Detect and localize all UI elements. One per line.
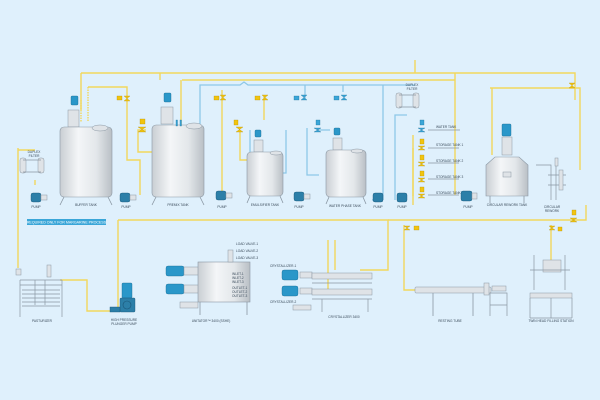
crystallizer-label: CRYSTALLIZER 3400: [328, 315, 360, 319]
unitator-label: UNITATOR™ 3400 (SSHE): [192, 319, 231, 323]
pump-7-label: PUMP: [463, 205, 472, 209]
control-valve-6[interactable]: [568, 82, 578, 223]
water-valve-1[interactable]: [293, 94, 308, 101]
storage-tank-2-outlet[interactable]: STORAGE TANK 2: [417, 154, 464, 167]
load-valve-2-label: LOAD VALVE-2: [236, 249, 258, 253]
crystallizer[interactable]: CRYSTALLIZER-1 CRYSTALLIZER-2 CRYSTALLIZ…: [270, 264, 373, 319]
duplex-filter-right: DUPLEX FILTER: [395, 83, 420, 109]
margarine-note-text: REQUIRED ONLY FOR MARGARINE PROCESS: [27, 221, 107, 225]
crystallizer-2-label: CRYSTALLIZER-2: [270, 300, 297, 304]
premix-tank-label: PREMIX TANK: [167, 203, 189, 207]
emulsifier-tank-label: EMULSIFIER TANK: [251, 203, 280, 207]
margarine-note-banner: REQUIRED ONLY FOR MARGARINE PROCESS: [27, 219, 107, 225]
control-valve-2[interactable]: [137, 118, 147, 133]
control-valve-4[interactable]: [233, 119, 244, 133]
storage-tank-3-outlet[interactable]: STORAGE TANK 3: [417, 170, 464, 183]
water-pipes: [199, 81, 415, 201]
pump-7[interactable]: PUMP: [460, 190, 478, 209]
duplex-filter-right-label-2: FILTER: [407, 87, 418, 91]
buffer-tank[interactable]: BUFFER TANK: [59, 87, 113, 207]
storage-tank-1-outlet[interactable]: STORAGE TANK 1: [417, 138, 464, 151]
storage-tank-3-label: STORAGE TANK 3: [436, 175, 464, 179]
storage-tank-4-label: STORAGE TANK 4: [436, 191, 464, 195]
unitator-port-6: OUTLET-3: [232, 294, 247, 298]
pump-5[interactable]: PUMP: [372, 192, 384, 209]
unitator-port-4: OUTLET-1: [232, 286, 247, 290]
water-phase-tank[interactable]: WATER PHASE TANK: [325, 127, 367, 208]
pump-6[interactable]: PUMP: [396, 192, 408, 209]
control-valve-5[interactable]: [254, 94, 269, 101]
load-valve-3-label: LOAD VALVE-3: [236, 256, 258, 260]
pasturizer-label: PASTURIZER: [32, 319, 53, 323]
filling-station-label: TWIN HEAD FILLING STATION: [528, 319, 574, 323]
high-pressure-plunger-pump[interactable]: HIGH PRESSURE PLUNGER PUMP: [109, 282, 137, 326]
storage-tank-4-outlet[interactable]: STORAGE TANK 4: [417, 186, 464, 199]
duplex-filter-right-label-1: DUPLEX: [406, 83, 420, 87]
pump-4-label: PUMP: [294, 205, 303, 209]
control-valve-3[interactable]: [213, 94, 227, 101]
water-tank-outlet[interactable]: WATER TANK: [417, 119, 460, 133]
water-tank-label: WATER TANK: [436, 125, 457, 129]
pasturizer[interactable]: PASTURIZER: [15, 264, 63, 323]
high-pressure-pump-label-2: PLUNGER PUMP: [111, 322, 137, 326]
circular-rework-tank[interactable]: CIRCULAR REWORK TANK: [485, 123, 529, 207]
unitator-port-5: OUTLET-2: [232, 290, 247, 294]
emulsifier-tank[interactable]: EMULSIFIER TANK: [246, 129, 284, 207]
unitator-sshe[interactable]: LOAD VALVE-1 LOAD VALVE-2 LOAD VALVE-3 I…: [165, 242, 258, 323]
pump-1[interactable]: PUMP: [30, 192, 48, 209]
unitator-port-2: INLET-2: [232, 276, 244, 280]
storage-tank-1-label: STORAGE TANK 1: [436, 143, 464, 147]
pump-3[interactable]: PUMP: [215, 190, 233, 209]
premix-tank[interactable]: PREMIX TANK: [151, 92, 205, 207]
circular-rework-label-1: CIRCULAR: [544, 205, 561, 209]
circular-rework-label-2: REWORK: [545, 209, 560, 213]
pump-2-label: PUMP: [121, 205, 130, 209]
crystallizer-1-label: CRYSTALLIZER-1: [270, 264, 297, 268]
resting-tube-label: RESTING TUBE: [438, 319, 462, 323]
load-valve-1-label: LOAD VALVE-1: [236, 242, 258, 246]
high-pressure-pump-label-1: HIGH PRESSURE: [111, 318, 137, 322]
unitator-port-1: INLET-1: [232, 272, 244, 276]
water-valve-3[interactable]: [333, 94, 348, 101]
pump-3-label: PUMP: [217, 205, 226, 209]
pump-2[interactable]: PUMP: [119, 192, 137, 209]
water-valve-2[interactable]: [313, 119, 322, 133]
duplex-filter-left-label-1: DUPLEX: [28, 150, 42, 154]
resting-tube[interactable]: RESTING TUBE: [403, 225, 508, 323]
storage-tank-2-label: STORAGE TANK 2: [436, 159, 464, 163]
pump-4[interactable]: PUMP: [293, 191, 311, 209]
unitator-port-3: INLET-3: [232, 280, 244, 284]
circular-rework-tank-label: CIRCULAR REWORK TANK: [487, 203, 528, 207]
duplex-filter-left: DUPLEX FILTER: [19, 150, 45, 174]
duplex-filter-left-label-2: FILTER: [29, 154, 40, 158]
water-phase-tank-label: WATER PHASE TANK: [329, 204, 362, 208]
pump-5-label: PUMP: [373, 205, 382, 209]
twin-head-filling-station[interactable]: TWIN HEAD FILLING STATION: [528, 225, 574, 323]
circular-rework[interactable]: CIRCULAR REWORK: [536, 157, 566, 213]
control-valve-1[interactable]: [116, 95, 131, 102]
pump-6-label: PUMP: [397, 205, 406, 209]
pump-1-label: PUMP: [31, 205, 40, 209]
buffer-tank-label: BUFFER TANK: [75, 203, 98, 207]
